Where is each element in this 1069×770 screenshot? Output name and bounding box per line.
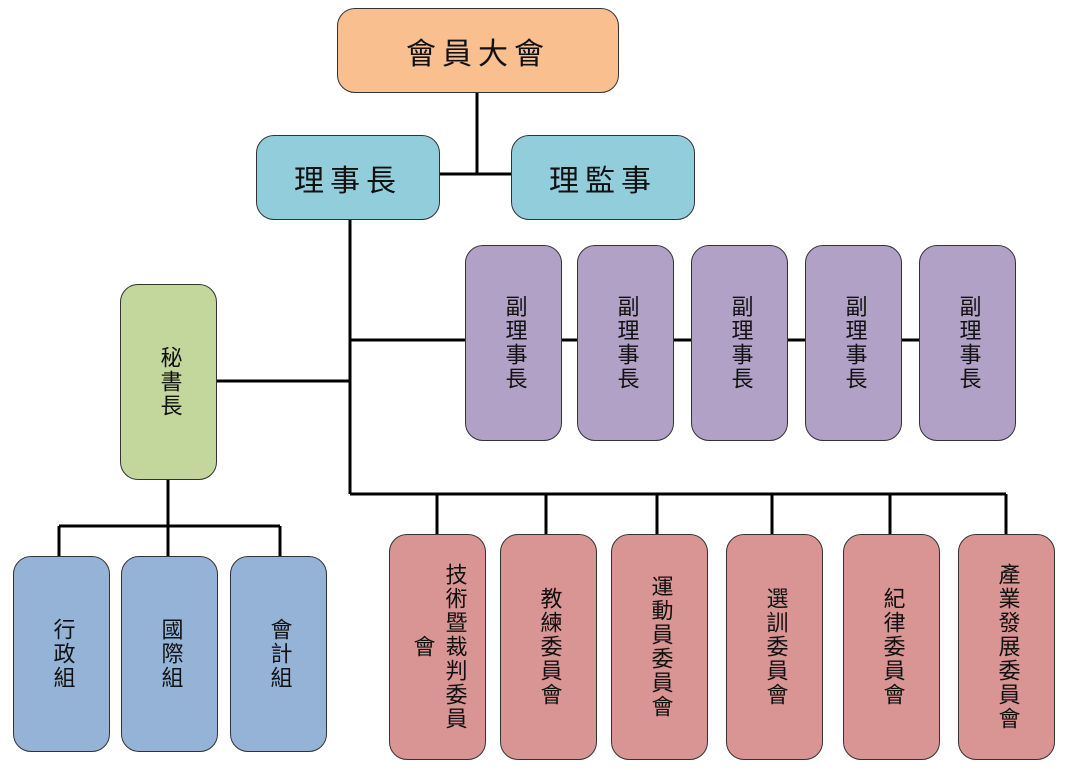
supervisors-label: 理監事 — [549, 163, 657, 199]
committee-node: 選訓委員會 — [726, 534, 823, 760]
vice-chair-node: 副理事長 — [577, 245, 674, 441]
committee-label: 產業發展委員會 — [994, 563, 1020, 731]
assembly-label: 會員大會 — [406, 36, 550, 72]
committee-label: 技術暨裁判委員會 — [409, 563, 467, 731]
committee-node: 運動員委員會 — [611, 534, 708, 760]
group-node: 行政組 — [13, 556, 110, 752]
chairman-node: 理事長 — [256, 135, 440, 220]
committee-node: 產業發展委員會 — [958, 534, 1055, 760]
vice-chair-label: 副理事長 — [501, 295, 527, 391]
vice-chair-node: 副理事長 — [805, 245, 902, 441]
group-label: 會計組 — [266, 618, 292, 690]
secretary-label: 秘書長 — [156, 346, 182, 418]
committee-label: 選訓委員會 — [762, 587, 788, 707]
vice-chair-node: 副理事長 — [691, 245, 788, 441]
chairman-label: 理事長 — [294, 163, 402, 199]
committee-node: 技術暨裁判委員會 — [389, 534, 486, 760]
vice-chair-label: 副理事長 — [613, 295, 639, 391]
vice-chair-label: 副理事長 — [955, 295, 981, 391]
committee-label: 教練委員會 — [536, 587, 562, 707]
committee-label: 紀律委員會 — [879, 587, 905, 707]
group-label: 國際組 — [157, 618, 183, 690]
group-node: 國際組 — [121, 556, 218, 752]
vice-chair-node: 副理事長 — [919, 245, 1016, 441]
vice-chair-label: 副理事長 — [841, 295, 867, 391]
group-node: 會計組 — [230, 556, 327, 752]
supervisors-node: 理監事 — [511, 135, 695, 220]
committee-label: 運動員委員會 — [647, 575, 673, 719]
group-label: 行政組 — [49, 618, 75, 690]
vice-chair-node: 副理事長 — [465, 245, 562, 441]
secretary-node: 秘書長 — [120, 284, 217, 480]
assembly-node: 會員大會 — [337, 8, 619, 93]
committee-node: 教練委員會 — [500, 534, 597, 760]
committee-node: 紀律委員會 — [843, 534, 940, 760]
vice-chair-label: 副理事長 — [727, 295, 753, 391]
